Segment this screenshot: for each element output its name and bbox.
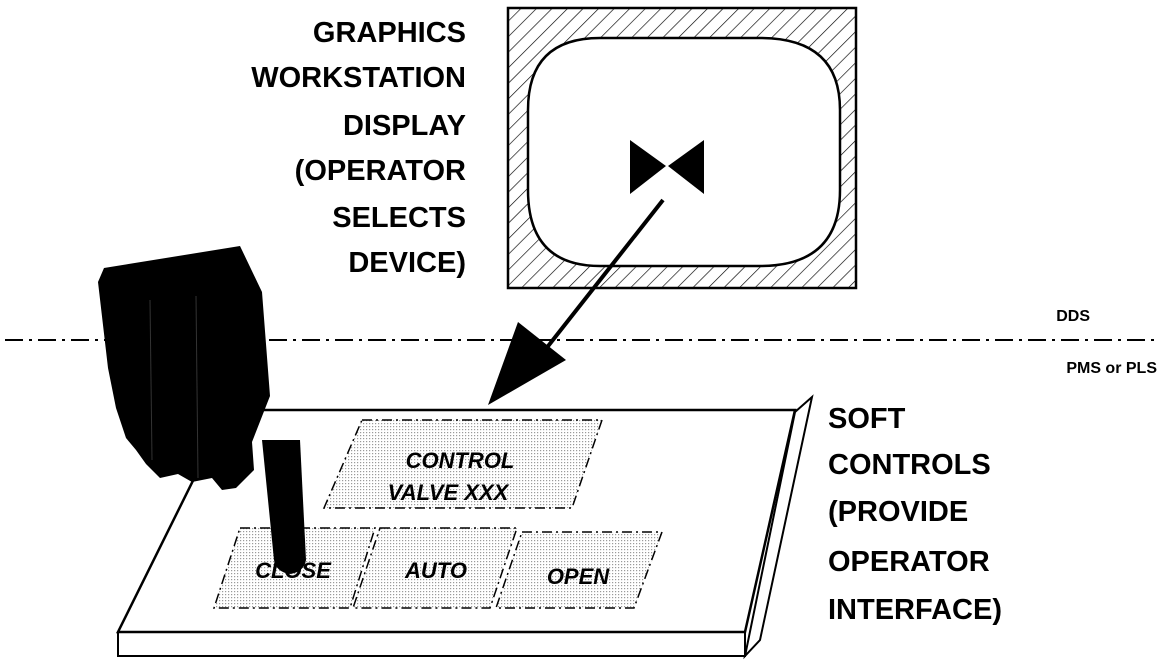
soft-controls-label: SOFT CONTROLS (PROVIDE OPERATOR INTERFAC… (828, 403, 1002, 626)
auto-button-label: AUTO (404, 558, 467, 583)
panel-title-line: VALVE XXX (388, 480, 510, 505)
workstation-monitor (506, 6, 858, 290)
auto-button[interactable]: AUTO (351, 527, 519, 609)
control-valve-title-panel: CONTROL VALVE XXX (322, 419, 604, 509)
open-button-label: OPEN (547, 564, 610, 589)
selection-arrow (488, 198, 665, 405)
workstation-label-line: DISPLAY (343, 110, 466, 142)
soft-controls-label-line: INTERFACE) (828, 594, 1002, 626)
workstation-label-line: (OPERATOR (295, 155, 466, 187)
panel-title-line: CONTROL (406, 448, 515, 473)
soft-controls-label-line: (PROVIDE (828, 496, 968, 528)
workstation-label-line: WORKSTATION (251, 62, 466, 94)
soft-controls-label-line: SOFT (828, 403, 906, 435)
soft-controls-label-line: CONTROLS (828, 449, 991, 481)
boundary-label-pms: PMS or PLS (1066, 360, 1157, 377)
soft-controls-label-line: OPERATOR (828, 546, 990, 578)
open-button[interactable]: OPEN (494, 531, 664, 609)
workstation-label-line: GRAPHICS (313, 17, 466, 49)
workstation-label-line: SELECTS (332, 202, 466, 234)
pointing-hand-icon (98, 246, 306, 574)
monitor-screen (526, 36, 842, 268)
boundary-label-dds: DDS (1056, 308, 1090, 325)
workstation-label-line: DEVICE) (348, 247, 466, 279)
workstation-label: GRAPHICS WORKSTATION DISPLAY (OPERATOR S… (251, 17, 466, 279)
valve-icon[interactable] (630, 140, 704, 194)
